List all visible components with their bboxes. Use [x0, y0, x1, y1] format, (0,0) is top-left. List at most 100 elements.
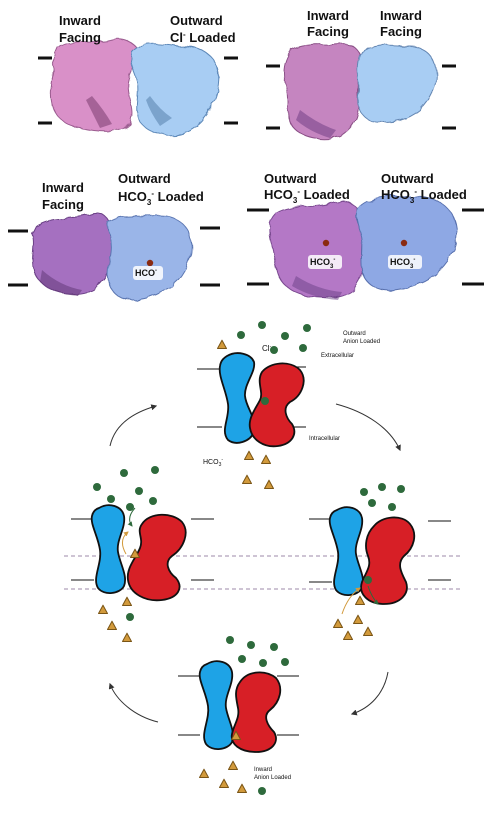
chloride-ion-icon: [397, 485, 405, 493]
chloride-ion-icon: [258, 787, 266, 795]
panel2-left-label-line1: Inward: [307, 8, 349, 23]
bicarbonate-ion-icon: [122, 632, 132, 642]
chloride-ion-icon: [368, 499, 376, 507]
bicarbonate-label: HCO3-: [203, 457, 223, 468]
bicarbonate-ion-icon: [261, 454, 271, 464]
panel2-left-label-line2: Facing: [307, 24, 349, 39]
panel-inward-outward-hco3: HCO- Inward Facing Outward HCO3- Loaded: [8, 171, 220, 301]
panel4-left-label-line1: Outward: [264, 171, 317, 186]
chloride-ion-icon: [93, 483, 101, 491]
inward-monomer-surface: [50, 38, 141, 132]
scaffold-domain-blue: [218, 352, 256, 444]
bicarbonate-ion-icon: [244, 450, 254, 460]
panel2-right-label-line1: Inward: [380, 8, 422, 23]
bottom-state-label-line2: Anion Loaded: [254, 775, 291, 781]
chloride-ion-icon: [149, 497, 157, 505]
bound-bicarbonate-icon: [400, 239, 408, 247]
chloride-ion-icon: [270, 643, 278, 651]
panel3-right-label-line1: Outward: [118, 171, 171, 186]
panel1-right-label-line2: Cl- Loaded: [170, 30, 236, 45]
state-top-outward-loaded: Cl- Outward Anion Loaded Extracellular I…: [197, 321, 380, 448]
state-left-outward-open: [71, 466, 214, 642]
chloride-ion-icon: [120, 469, 128, 477]
chloride-ion-icon: [259, 659, 267, 667]
chloride-ion-icon: [151, 466, 159, 474]
panel4-left-label-line2: HCO3- Loaded: [264, 187, 350, 205]
bicarbonate-ion-icon: [237, 783, 247, 793]
panel1-left-label-line2: Facing: [59, 30, 101, 45]
bicarbonate-ion-icon: [228, 760, 238, 770]
transport-cycle-diagram: Cl- Outward Anion Loaded Extracellular I…: [64, 321, 462, 795]
scaffold-domain-blue: [90, 504, 126, 594]
bicarbonate-ion-icon: [219, 778, 229, 788]
top-state-label-line1: Outward: [343, 331, 366, 337]
scaffold-domain-blue: [198, 660, 234, 750]
bicarbonate-ion-icon: [122, 596, 132, 606]
chloride-ion-icon: [388, 503, 396, 511]
bicarbonate-ion-icon: [107, 620, 117, 630]
panel1-right-label-line1: Outward: [170, 13, 223, 28]
bicarbonate-ion-icon: [343, 630, 353, 640]
panel1-left-label-line1: Inward: [59, 13, 101, 28]
chloride-ion-icon: [237, 331, 245, 339]
panel4-ion-label-a: HCO3-: [310, 257, 335, 270]
bound-bicarbonate-icon: [146, 259, 154, 267]
outward-monomer-surface: [107, 215, 192, 301]
cycle-arrow-icon: [108, 682, 159, 723]
chloride-ion-icon: [135, 487, 143, 495]
chloride-ion-icon: [261, 397, 269, 405]
top-state-label-line2: Anion Loaded: [343, 339, 380, 345]
transport-domain-red: [248, 362, 305, 448]
bound-bicarbonate-icon: [322, 239, 330, 247]
chloride-ion-icon: [107, 495, 115, 503]
chloride-ion-icon: [258, 321, 266, 329]
inward-monomer-b-surface: [357, 44, 437, 123]
panel3-left-label-line2: Facing: [42, 197, 84, 212]
cycle-arrow-icon: [109, 404, 158, 447]
chloride-ion-icon: [281, 658, 289, 666]
panel2-right-label-line2: Facing: [380, 24, 422, 39]
chloride-label: Cl-: [262, 344, 272, 353]
chloride-ion-icon: [247, 641, 255, 649]
bicarbonate-ion-icon: [353, 614, 363, 624]
panel-outward-outward-hco3: HCO3- HCO3- Outward HCO3- Loaded Outward…: [247, 171, 484, 300]
intracellular-label: Intracellular: [309, 436, 340, 442]
state-right-inward-open: [309, 483, 451, 640]
inward-monomer-a-surface: [283, 43, 363, 140]
chloride-ion-icon: [303, 324, 311, 332]
panel-inward-inward: Inward Facing Inward Facing: [266, 8, 456, 140]
chloride-ion-icon: [378, 483, 386, 491]
bicarbonate-ion-icon: [355, 595, 365, 605]
chloride-ion-icon: [270, 346, 278, 354]
panel3-right-label-line2: HCO3- Loaded: [118, 189, 204, 207]
transport-domain-red: [230, 671, 282, 753]
panel3-ion-label: HCO-: [135, 268, 157, 278]
chloride-ion-icon: [126, 503, 134, 511]
extracellular-label: Extracellular: [321, 353, 354, 359]
transport-domain-red: [126, 513, 187, 602]
panel4-ion-label-b: HCO3-: [390, 257, 415, 270]
bicarbonate-ion-icon: [264, 479, 274, 489]
chloride-ion-icon: [126, 613, 134, 621]
bicarbonate-ion-icon: [98, 604, 108, 614]
bicarbonate-ion-icon: [199, 768, 209, 778]
panel4-right-label-line1: Outward: [381, 171, 434, 186]
cycle-arrow-icon: [350, 671, 389, 716]
transport-domain-red: [360, 516, 416, 605]
panel-inward-outward-cl: Inward Facing Outward Cl- Loaded: [38, 13, 238, 136]
bottom-state-label-line1: Inward: [254, 767, 272, 773]
chloride-ion-icon: [226, 636, 234, 644]
bicarbonate-ion-icon: [363, 626, 373, 636]
scaffold-domain-blue: [328, 506, 364, 596]
chloride-ion-icon: [281, 332, 289, 340]
cycle-arrow-icon: [335, 403, 401, 452]
outward-monomer-a-surface: [268, 200, 364, 299]
bicarbonate-ion-icon: [333, 618, 343, 628]
chloride-ion-icon: [238, 655, 246, 663]
panel4-right-label-line2: HCO3- Loaded: [381, 187, 467, 205]
chloride-ion-icon: [364, 576, 372, 584]
chloride-ion-icon: [360, 488, 368, 496]
panel3-left-label-line1: Inward: [42, 180, 84, 195]
bicarbonate-ion-icon: [217, 339, 227, 349]
